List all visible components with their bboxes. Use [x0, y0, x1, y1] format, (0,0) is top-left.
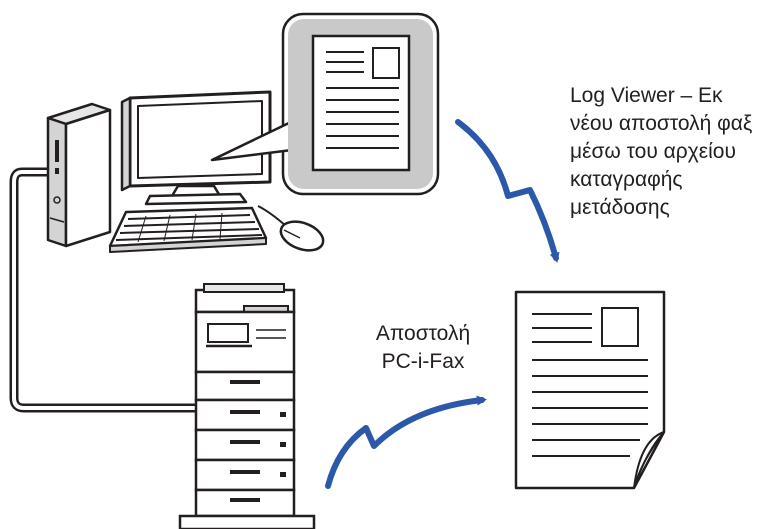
resend-arrow-icon [455, 119, 560, 263]
caption-line: Αποστολή [375, 322, 471, 345]
caption-line: PC-i-Fax [381, 350, 465, 373]
monitor-icon [120, 90, 272, 206]
pc-i-fax-arrow-icon [325, 395, 487, 489]
caption-line: νέου αποστολή φαξ [570, 112, 753, 135]
mfp-printer-icon [178, 283, 316, 529]
fax-document-icon [514, 290, 666, 490]
mouse-icon [257, 205, 325, 252]
caption-line: μέσω του αρχείου [570, 140, 736, 163]
screen-preview-bubble [210, 12, 440, 196]
pc-i-fax-caption: Αποστολή PC-i-Fax [362, 320, 484, 376]
caption-line: Log Viewer – Εκ [570, 84, 723, 107]
pc-tower-icon [46, 102, 112, 248]
caption-line: μετάδοσης [570, 196, 670, 219]
caption-line: καταγραφής [570, 168, 683, 191]
log-viewer-caption: Log Viewer – Εκ νέου αποστολή φαξ μέσω τ… [570, 82, 752, 222]
keyboard-icon [108, 206, 268, 253]
